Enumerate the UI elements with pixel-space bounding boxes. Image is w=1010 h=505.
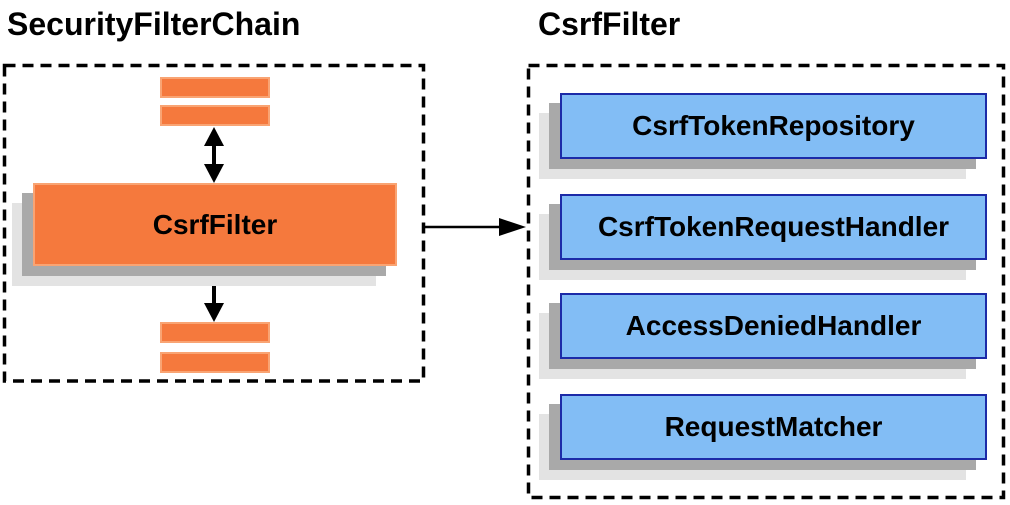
filter-placeholder-bar [160, 352, 270, 373]
csrf-filter-box: CsrfFilter [33, 183, 397, 266]
filter-placeholder-bar [160, 105, 270, 126]
component-box-csrf-token-repository: CsrfTokenRepository [560, 93, 987, 159]
component-box-csrf-token-request-handler: CsrfTokenRequestHandler [560, 194, 987, 260]
filter-placeholder-bar [160, 77, 270, 98]
component-box-access-denied-handler: AccessDeniedHandler [560, 293, 987, 359]
csrffilter-to-components-arrow-icon [424, 218, 526, 236]
component-label: RequestMatcher [664, 411, 883, 442]
filter-placeholder-bar [160, 322, 270, 343]
right-panel-title: CsrfFilter [538, 6, 681, 42]
bidirectional-arrow-bottom-icon [204, 266, 224, 322]
component-label: CsrfTokenRepository [632, 110, 915, 141]
left-panel-title: SecurityFilterChain [7, 6, 301, 42]
component-label: AccessDeniedHandler [625, 310, 922, 341]
component-label: CsrfTokenRequestHandler [597, 211, 950, 242]
csrf-filter-box-label: CsrfFilter [152, 208, 278, 240]
bidirectional-arrow-top-icon [204, 127, 224, 183]
component-box-request-matcher: RequestMatcher [560, 394, 987, 460]
